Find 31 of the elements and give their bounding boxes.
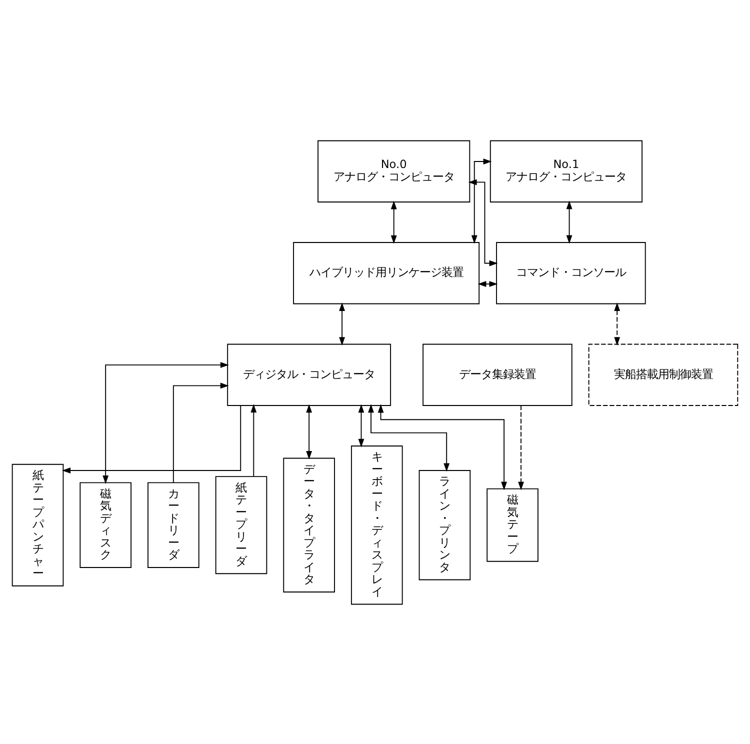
node-box: 磁気ディスク	[80, 482, 132, 568]
arrow	[468, 178, 498, 266]
node-box: ハイブリッド用リンケージ装置	[293, 242, 480, 304]
node-box: データ集録装置	[422, 343, 572, 406]
node-box: No.1 アナログ・コンピュータ	[490, 140, 643, 202]
arrow	[566, 200, 572, 244]
node-box: ライン・プリンタ	[418, 470, 471, 580]
arrow	[478, 280, 498, 286]
arrow	[614, 302, 620, 346]
arrow	[471, 158, 492, 244]
arrow	[378, 404, 508, 490]
node-box: コマンド・コンソール	[496, 242, 646, 304]
node-box: No.0 アナログ・コンピュータ	[318, 140, 470, 202]
arrow	[62, 404, 242, 473]
node-box: カードリーダ	[148, 482, 200, 568]
arrow	[358, 404, 364, 447]
node-box: キーボード・ディスプレイ	[350, 445, 403, 604]
node-box: ディジタル・コンピュータ	[227, 343, 392, 406]
node-box: 紙テープリーダ	[215, 476, 268, 574]
node-box: データ・タイプライタ	[283, 457, 335, 592]
arrow	[172, 382, 229, 482]
node-box: 紙テープパンチャー	[12, 463, 64, 586]
arrow	[306, 404, 312, 460]
arrow	[102, 362, 229, 484]
arrow	[250, 404, 257, 476]
arrow	[518, 404, 524, 490]
arrow	[368, 404, 450, 472]
arrow	[390, 200, 397, 244]
node-box: 磁気テープ	[486, 488, 538, 562]
arrow	[339, 302, 345, 346]
node-box: 実船搭載用制御装置	[588, 343, 738, 406]
